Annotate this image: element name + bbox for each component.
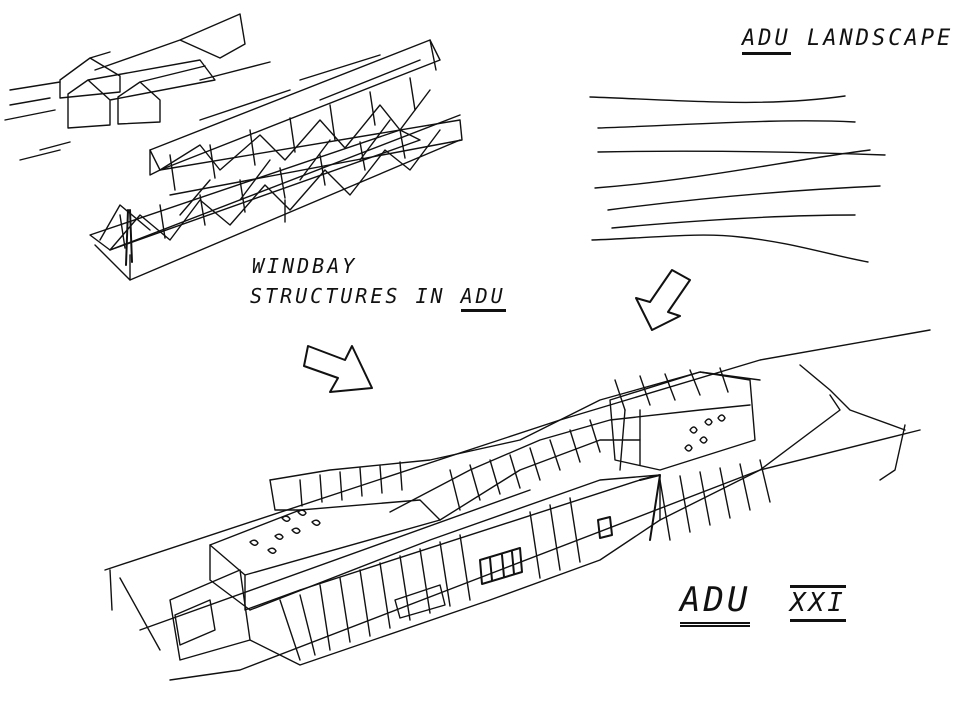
label-windbay-text: WINDBAY	[252, 254, 358, 278]
adu-xxi-building-sketch	[104, 329, 931, 681]
landscape-lines-sketch	[589, 95, 886, 263]
label-adu-xxi: ADU XXI	[680, 580, 846, 627]
label-structures-prefix: STRUCTURES IN	[250, 284, 461, 308]
label-windbay: WINDBAY	[252, 254, 357, 278]
label-adu-landscape-prefix: ADU	[742, 26, 791, 55]
label-adu-xxi-numeral: XXI	[789, 585, 846, 622]
label-structures-adu: ADU	[460, 284, 506, 312]
label-structures-in-adu: STRUCTURES IN ADU	[250, 284, 506, 312]
arrow-down-icon	[635, 269, 691, 331]
windbay-structures-sketch	[4, 13, 463, 281]
label-adu-landscape-rest: LANDSCAPE	[790, 26, 954, 51]
label-adu-landscape: ADU LANDSCAPE	[742, 26, 954, 55]
arrow-right-icon	[303, 345, 373, 393]
label-adu-xxi-prefix: ADU	[680, 580, 751, 627]
